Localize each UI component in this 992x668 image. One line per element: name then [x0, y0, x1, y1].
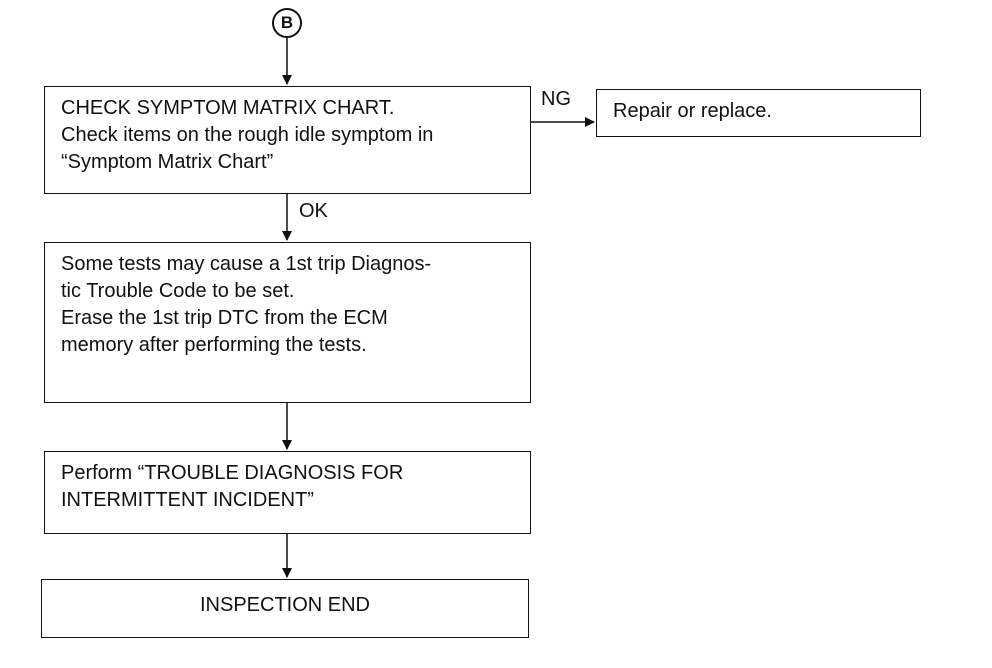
ng-label: NG — [541, 88, 571, 110]
inspection-end-text: INSPECTION END — [199, 594, 371, 616]
perform-line-2: INTERMITTENT INCIDENT” — [61, 489, 314, 511]
check-symptom-line-2: Check items on the rough idle symptom in — [61, 124, 434, 146]
perform-box: Perform “TROUBLE DIAGNOSIS FOR INTERMITT… — [44, 451, 531, 534]
tests-note-line-2: tic Trouble Code to be set. — [61, 280, 295, 302]
tests-note-box: Some tests may cause a 1st trip Diagnos-… — [44, 242, 531, 403]
tests-note-line-3: Erase the 1st trip DTC from the ECM — [61, 307, 388, 329]
repair-box: Repair or replace. — [596, 89, 921, 137]
repair-line-1: Repair or replace. — [613, 100, 772, 122]
check-symptom-line-1: CHECK SYMPTOM MATRIX CHART. — [61, 97, 395, 119]
perform-line-1: Perform “TROUBLE DIAGNOSIS FOR — [61, 462, 404, 484]
tests-note-line-1: Some tests may cause a 1st trip Diagnos- — [61, 253, 432, 275]
inspection-end-box: INSPECTION END — [41, 579, 529, 638]
connector-b-circle: B — [272, 8, 302, 38]
tests-note-line-4: memory after performing the tests. — [61, 334, 367, 356]
check-symptom-line-3: “Symptom Matrix Chart” — [61, 151, 274, 173]
check-symptom-box: CHECK SYMPTOM MATRIX CHART. Check items … — [44, 86, 531, 194]
ok-label: OK — [299, 200, 328, 222]
